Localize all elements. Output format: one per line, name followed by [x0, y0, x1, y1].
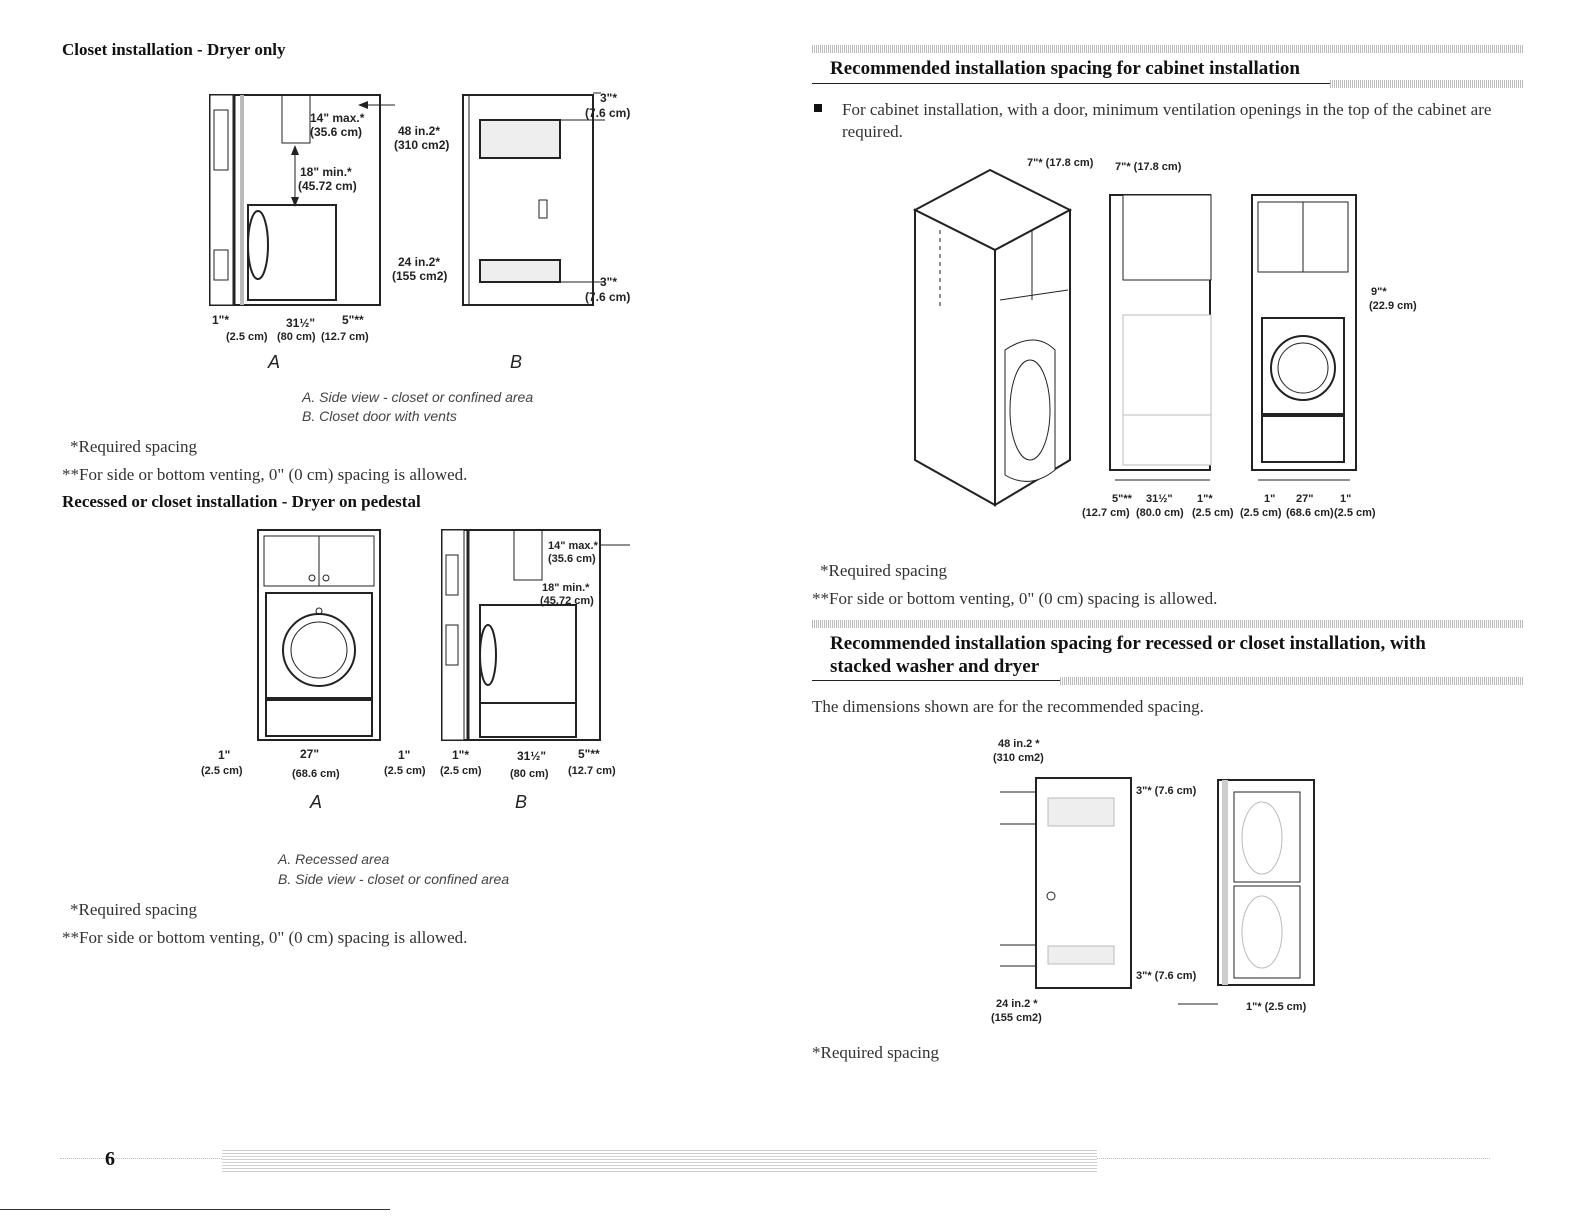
footer-bar	[222, 1150, 1097, 1172]
stack-vent-48: 48 in.2 *	[998, 738, 1040, 750]
dim-5: 5"**	[342, 313, 364, 327]
dim-c3: 1"	[1340, 493, 1352, 505]
height-9-cm: (22.9 cm)	[1369, 300, 1417, 312]
vent-24-cm: (155 cm2)	[392, 269, 448, 283]
vent-48: 48 in.2*	[398, 124, 441, 138]
dim-a-right-cm: (2.5 cm)	[384, 765, 426, 777]
dim-c2-cm: (68.6 cm)	[1286, 507, 1334, 519]
dim-b-14: 14" max.*	[548, 540, 598, 552]
label-b-2: B	[515, 792, 528, 812]
note-required-2: *Required spacing	[70, 900, 197, 919]
height-9: 9"*	[1371, 286, 1387, 298]
section-bar-2-right	[1060, 677, 1524, 685]
gap-bottom-cm: (7.6 cm)	[585, 290, 631, 304]
dim-1-cm: (2.5 cm)	[226, 331, 268, 343]
dim-a-mid: 27"	[300, 747, 320, 761]
note-required-3: *Required spacing	[820, 561, 947, 580]
stack-gap-bottom: 3"* (7.6 cm)	[1136, 970, 1197, 982]
gap-top: 3"*	[600, 91, 618, 105]
dim-b-31-cm: (80 cm)	[510, 768, 549, 780]
dim-b2: 31½"	[1146, 493, 1173, 505]
section-bar-2-top	[812, 620, 1524, 628]
gap-top-cm: (7.6 cm)	[585, 106, 631, 120]
note-side-venting-2: **For side or bottom venting, 0" (0 cm) …	[62, 928, 468, 947]
intro-text: The dimensions shown are for the recomme…	[812, 697, 1204, 716]
dryer-side	[247, 204, 337, 301]
section-heading-dryer-pedestal: Recessed or closet installation - Dryer …	[62, 492, 421, 511]
bullet-square	[814, 104, 822, 112]
dim-b-1-cm: (2.5 cm)	[440, 765, 482, 777]
caption-a-2: A. Recessed area	[278, 851, 390, 867]
stack-vent-24: 24 in.2 *	[996, 998, 1038, 1010]
diagram-pedestal-side-view	[441, 529, 630, 741]
dim-b1-cm: (12.7 cm)	[1082, 507, 1130, 519]
section-heading-closet-dryer-only: Closet installation - Dryer only	[62, 40, 286, 59]
dim-b3: 1"*	[1197, 493, 1213, 505]
dim-b2-cm: (80.0 cm)	[1136, 507, 1184, 519]
label-a-2: A	[310, 792, 323, 812]
vent-48-cm: (310 cm2)	[394, 138, 450, 152]
diagram-cabinet-installation	[912, 168, 1357, 507]
shelf-bracket	[281, 94, 311, 144]
dim-b3-cm: (2.5 cm)	[1192, 507, 1234, 519]
caption-a: A. Side view - closet or confined area	[302, 389, 534, 405]
note-side-venting-3: **For side or bottom venting, 0" (0 cm) …	[812, 589, 1218, 608]
dim-a-right: 1"	[398, 748, 411, 762]
note-required-4: *Required spacing	[812, 1043, 939, 1062]
dim-14-max-cm: (35.6 cm)	[310, 125, 363, 139]
depth-a: 7"* (17.8 cm)	[1027, 157, 1094, 169]
dim-18-min-cm: (45.72 cm)	[298, 179, 357, 193]
section-underline	[812, 83, 1524, 84]
caption-b-2: B. Side view - closet or confined area	[278, 871, 510, 887]
dim-b-14-cm: (35.6 cm)	[548, 553, 596, 565]
dim-b-31: 31½"	[517, 749, 547, 763]
section-bar-right	[1330, 80, 1524, 88]
stack-vent-48-cm: (310 cm2)	[993, 752, 1044, 764]
dim-a-left-cm: (2.5 cm)	[201, 765, 243, 777]
dim-b1: 5"**	[1112, 493, 1132, 505]
bullet-text: For cabinet installation, with a door, m…	[842, 100, 1492, 141]
bottom-line	[0, 1209, 390, 1210]
diagram-closet-side-view	[209, 94, 395, 306]
stack-vent-24-cm: (155 cm2)	[991, 1012, 1042, 1024]
dim-1: 1"*	[212, 313, 230, 327]
depth-b: 7"* (17.8 cm)	[1115, 161, 1182, 173]
stack-gap-top: 3"* (7.6 cm)	[1136, 785, 1197, 797]
dim-b-5-cm: (12.7 cm)	[568, 765, 616, 777]
label-b: B	[510, 352, 523, 372]
note-side-venting: **For side or bottom venting, 0" (0 cm) …	[62, 465, 468, 484]
dim-c1: 1"	[1264, 493, 1276, 505]
section-heading-stacked-line2: stacked washer and dryer	[830, 656, 1040, 677]
dim-31-cm: (80 cm)	[277, 331, 316, 343]
section-heading-cabinet: Recommended installation spacing for cab…	[830, 58, 1300, 79]
dim-a-mid-cm: (68.6 cm)	[292, 768, 340, 780]
dim-5-cm: (12.7 cm)	[321, 331, 369, 343]
vent-24: 24 in.2*	[398, 255, 441, 269]
stack-side: 1"* (2.5 cm)	[1246, 1001, 1307, 1013]
gap-bottom: 3"*	[600, 275, 618, 289]
dim-18-min: 18" min.*	[300, 165, 352, 179]
dim-b-18-cm: (45.72 cm)	[540, 595, 594, 607]
dim-b-1: 1"*	[452, 748, 470, 762]
dim-b-5: 5"**	[578, 747, 600, 761]
page-number: 6	[105, 1148, 115, 1170]
dim-c2: 27"	[1296, 493, 1314, 505]
dim-b-18: 18" min.*	[542, 582, 590, 594]
label-a: A	[268, 352, 281, 372]
dim-c3-cm: (2.5 cm)	[1334, 507, 1376, 519]
diagram-closet-door-vents	[462, 92, 605, 306]
dim-a-left: 1"	[218, 748, 231, 762]
section-bar-top	[812, 45, 1524, 53]
diagram-stacked-washer-dryer	[1000, 777, 1315, 1005]
dim-c1-cm: (2.5 cm)	[1240, 507, 1282, 519]
section-heading-stacked-line1: Recommended installation spacing for rec…	[830, 633, 1426, 654]
diagram-recessed-area	[257, 529, 381, 741]
dim-14-max: 14" max.*	[310, 111, 365, 125]
note-required: *Required spacing	[70, 437, 197, 456]
caption-b: B. Closet door with vents	[302, 408, 457, 424]
dim-31: 31½"	[286, 316, 316, 330]
